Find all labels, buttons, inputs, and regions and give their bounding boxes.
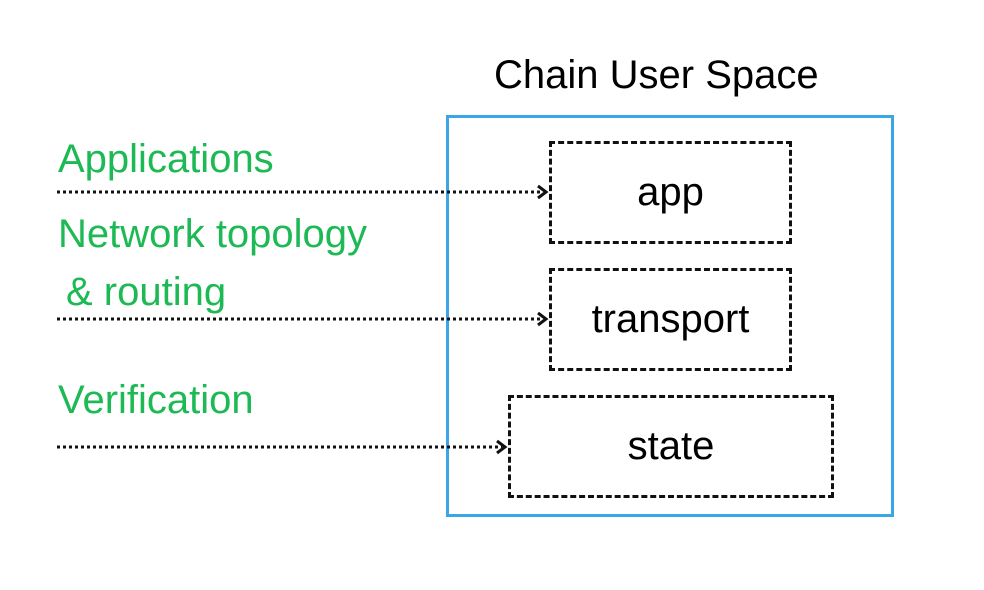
app-layer-box: app [549,141,792,244]
routing-label: & routing [66,270,227,314]
chain-user-space-container [446,115,894,517]
verification-arrow-head [496,439,508,455]
network-topology-label: Network topology [58,212,368,256]
app-layer-label: app [637,170,704,214]
state-layer-box: state [508,395,834,498]
routing-arrow-head [537,311,549,327]
transport-layer-box: transport [549,268,792,371]
transport-layer-label: transport [591,297,750,341]
applications-arrow-head [537,184,549,200]
verification-label: Verification [58,378,254,422]
applications-label: Applications [58,137,274,181]
state-layer-label: state [627,424,715,468]
diagram-title: Chain User Space [494,53,819,97]
